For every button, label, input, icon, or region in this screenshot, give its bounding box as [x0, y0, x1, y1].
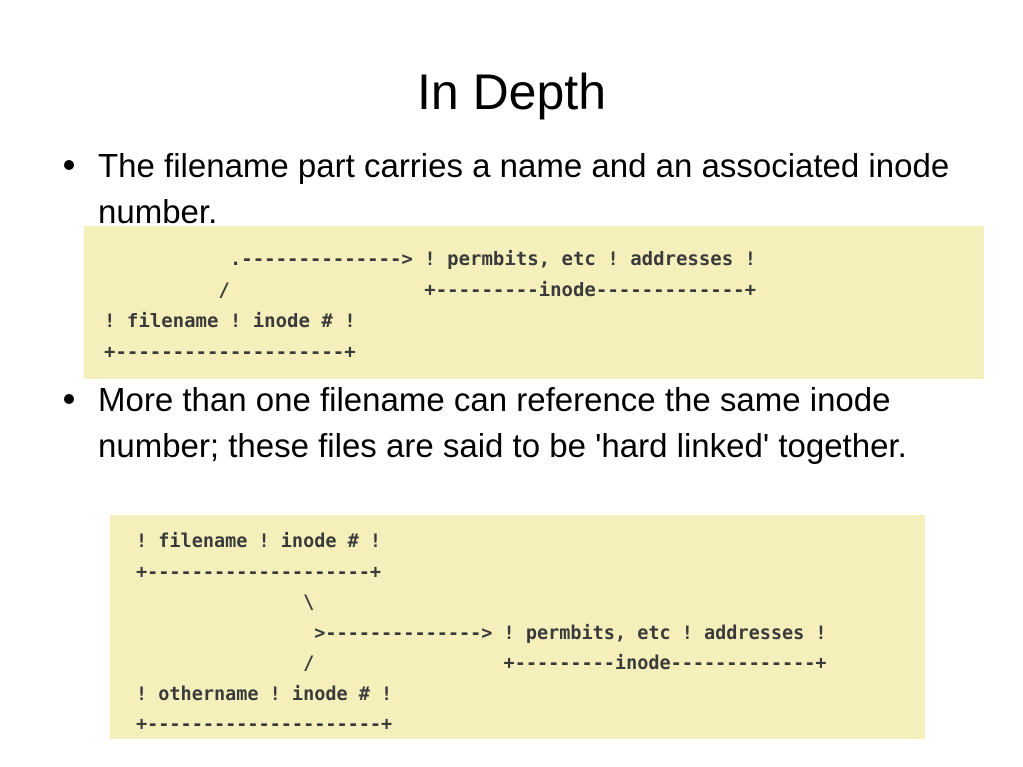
bullet-item-2: More than one filename can reference the… [64, 377, 984, 469]
bullet-text-1: The filename part carries a name and an … [98, 147, 950, 230]
slide-title: In Depth [416, 64, 606, 120]
code-block-2: ! filename ! inode # ! +----------------… [110, 515, 925, 739]
code-block-1: .--------------> ! permbits, etc ! addre… [84, 226, 984, 379]
bullet-item-1: The filename part carries a name and an … [64, 143, 984, 235]
code-text-2: ! filename ! inode # ! +----------------… [136, 531, 827, 735]
bullet-dot-icon [64, 160, 74, 170]
bullet-dot-icon [64, 394, 74, 404]
code-text-1: .--------------> ! permbits, etc ! addre… [104, 248, 757, 363]
bullet-text-2: More than one filename can reference the… [98, 381, 907, 464]
